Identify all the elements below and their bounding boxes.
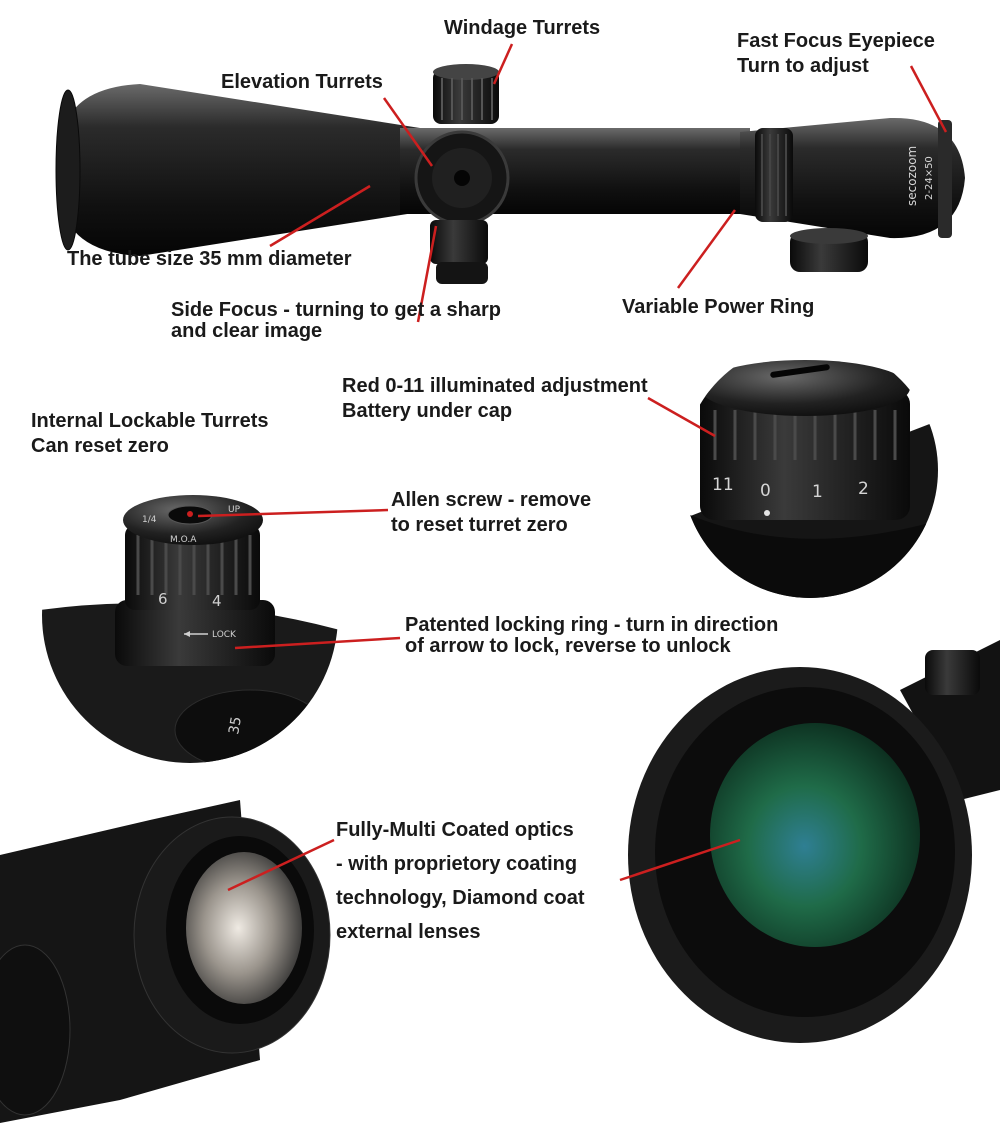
illumination-dial-photo: 11 0 1 2 bbox=[682, 342, 938, 598]
illum-dial-numbers: 11 0 1 2 bbox=[712, 475, 869, 502]
illum-dial-2: 2 bbox=[858, 479, 869, 499]
illum-dial-1: 1 bbox=[812, 482, 823, 502]
turret-moa: M.O.A bbox=[170, 535, 197, 545]
variable-power-ring-label: Variable Power Ring bbox=[622, 296, 815, 318]
tube-size-label: The tube size 35 mm diameter bbox=[67, 248, 352, 270]
locking-ring-label: Patented locking ring - turn in directio… bbox=[405, 614, 779, 657]
side-focus-mark: 35 bbox=[226, 715, 245, 735]
internal-lockable-turrets-label: Internal Lockable Turrets Can reset zero bbox=[31, 410, 269, 457]
turret-number-6: 6 bbox=[158, 590, 168, 608]
brand-text: secozoom bbox=[905, 146, 919, 206]
turret-up: UP bbox=[228, 505, 241, 515]
turret-closeup-photo: 35 M.O.A 1/4 UP 6 bbox=[42, 467, 338, 763]
turret-click: 1/4 bbox=[142, 515, 157, 525]
side-focus-label: Side Focus - turning to get a sharp and … bbox=[171, 299, 502, 342]
turret-lock: LOCK bbox=[212, 630, 237, 640]
turret-number-4: 4 bbox=[212, 592, 222, 610]
windage-turrets-label: Windage Turrets bbox=[444, 17, 601, 39]
eyepiece-lens-photo bbox=[0, 800, 331, 1123]
leader-lines bbox=[197, 43, 948, 892]
illum-dial-11: 11 bbox=[712, 475, 734, 495]
fast-focus-eyepiece-label: Fast Focus Eyepiece Turn to adjust bbox=[737, 30, 935, 77]
illuminated-adjustment-label: Red 0-11 illuminated adjustment Battery … bbox=[342, 375, 648, 422]
objective-lens-photo bbox=[628, 640, 1000, 1043]
illum-dial-0: 0 bbox=[760, 481, 771, 501]
main-scope-photo: secozoom 2-24×50 bbox=[55, 64, 965, 284]
allen-screw-label: Allen screw - remove to reset turret zer… bbox=[391, 489, 592, 536]
turret-engravings: M.O.A 1/4 UP 6 4 LOCK bbox=[142, 505, 241, 640]
model-text: 2-24×50 bbox=[924, 156, 935, 200]
brand-engraving: secozoom 2-24×50 bbox=[905, 146, 935, 206]
coated-optics-label: Fully-Multi Coated optics - with proprie… bbox=[336, 819, 585, 943]
elevation-turrets-label: Elevation Turrets bbox=[221, 71, 383, 93]
